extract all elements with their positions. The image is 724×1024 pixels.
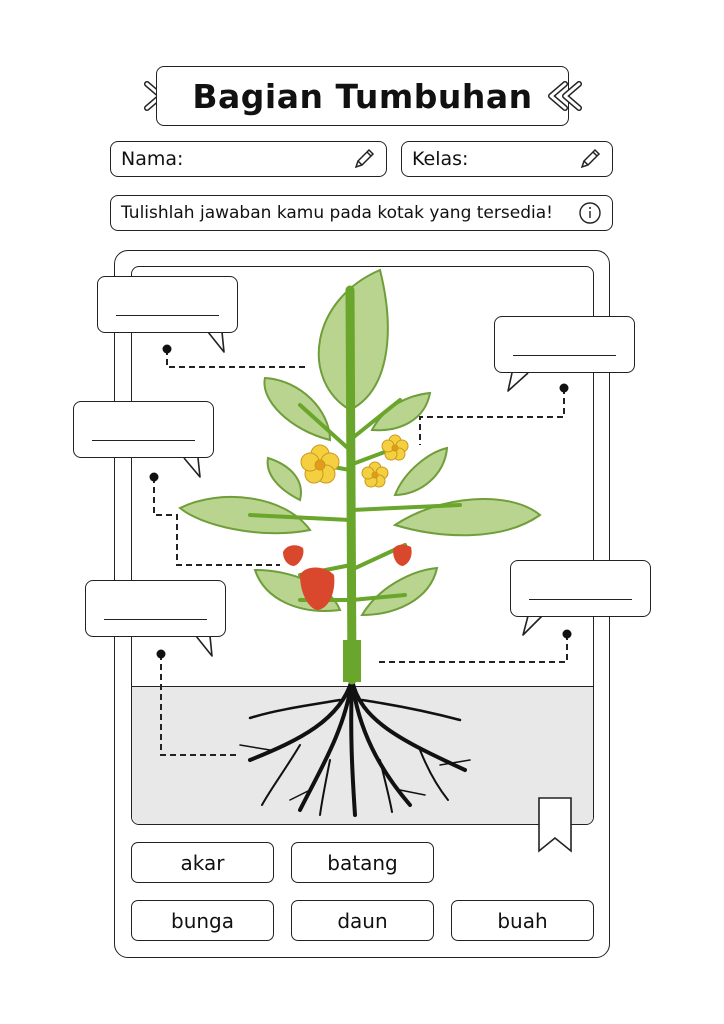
- word-akar[interactable]: akar: [131, 842, 274, 883]
- instruction-box: Tulishlah jawaban kamu pada kotak yang t…: [110, 195, 613, 231]
- answer-box-fruit[interactable]: [73, 401, 214, 458]
- pencil-icon: [354, 148, 375, 169]
- chevron-left-decoration-icon: [548, 81, 582, 111]
- page-title: Bagian Tumbuhan: [156, 66, 569, 126]
- class-label: Kelas:: [412, 148, 469, 170]
- answer-box-stem[interactable]: [510, 560, 651, 617]
- info-icon: [579, 202, 601, 224]
- word-bunga[interactable]: bunga: [131, 900, 274, 941]
- connector-lines: [153, 349, 568, 756]
- word-batang[interactable]: batang: [291, 842, 434, 883]
- word-daun[interactable]: daun: [291, 900, 434, 941]
- class-field[interactable]: Kelas:: [401, 141, 613, 177]
- pencil-icon: [580, 148, 601, 169]
- diagram-panel: [131, 266, 594, 825]
- name-field[interactable]: Nama:: [110, 141, 387, 177]
- soil-area: [132, 686, 593, 824]
- flowers: [300, 434, 409, 488]
- answer-box-flower[interactable]: [494, 316, 635, 373]
- answer-box-root[interactable]: [85, 580, 226, 637]
- word-buah[interactable]: buah: [451, 900, 594, 941]
- instruction-text: Tulishlah jawaban kamu pada kotak yang t…: [121, 203, 553, 223]
- connector-dots: [149, 344, 572, 659]
- roots: [239, 678, 471, 817]
- fruits: [283, 544, 412, 610]
- answer-box-leaf[interactable]: [97, 276, 238, 333]
- bookmark-icon: [538, 797, 572, 853]
- name-label: Nama:: [121, 148, 184, 170]
